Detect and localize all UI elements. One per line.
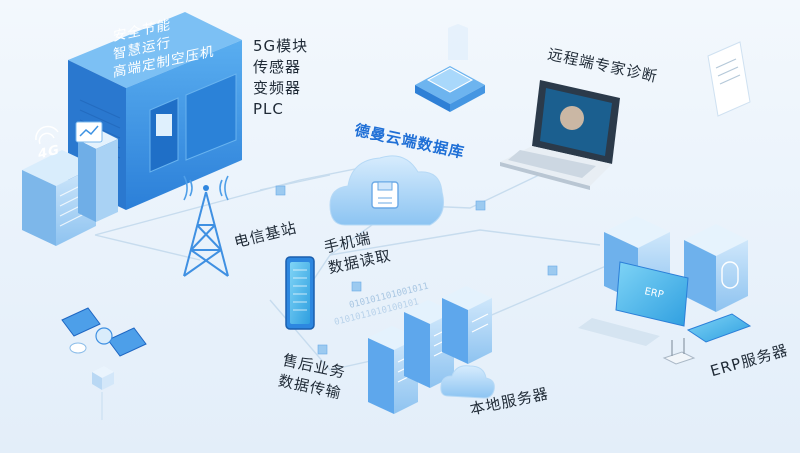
erp-screen-label: ERP xyxy=(643,286,664,301)
erp-keyboard xyxy=(578,318,660,346)
database-floppy-icon xyxy=(371,181,399,209)
server-unit xyxy=(442,286,492,364)
module-inverter: 变频器 xyxy=(253,79,302,97)
module-5g: 5G模块 xyxy=(253,37,309,55)
chart-monitor-icon xyxy=(75,121,103,143)
erp-server-cluster: ERP xyxy=(578,216,752,365)
erp-monitor: ERP xyxy=(615,261,689,327)
module-sensor: 传感器 xyxy=(253,58,302,76)
module-plc: PLC xyxy=(253,100,284,118)
iot-chip-icon xyxy=(415,24,485,112)
erp-tablet xyxy=(686,313,752,343)
cloud-database xyxy=(329,155,444,226)
erp-server-unit xyxy=(684,224,748,312)
telecom-tower-icon xyxy=(183,175,229,277)
expert-photo xyxy=(560,106,584,130)
4g-signal-icon xyxy=(35,125,59,145)
small-cloud-icon xyxy=(440,365,495,399)
local-server-cluster xyxy=(368,286,495,414)
compressor-logo-badge xyxy=(156,114,172,136)
router-icon xyxy=(662,338,696,365)
document-icon xyxy=(707,41,751,117)
module-list: 5G模块 传感器 变频器 PLC xyxy=(253,36,308,120)
mobile-phone-icon xyxy=(285,256,315,330)
connector-nodes xyxy=(275,185,558,355)
satellite-icon xyxy=(61,307,147,420)
laptop-icon xyxy=(500,80,620,190)
